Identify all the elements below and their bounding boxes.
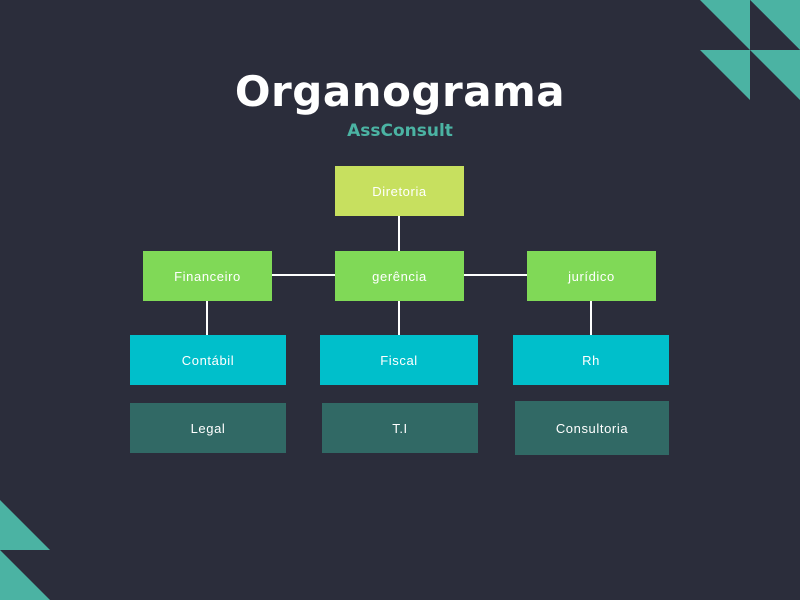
node-ti: T.I: [322, 403, 478, 453]
corner-triangle: [0, 500, 50, 550]
connector-diretoria-gerencia: [398, 216, 400, 251]
connector-juridico-rh: [590, 301, 592, 335]
page-title: Organograma: [234, 67, 566, 116]
corner-triangle: [700, 50, 750, 100]
connector-gerencia-juridico: [464, 274, 527, 276]
connector-gerencia-fiscal: [398, 301, 400, 335]
node-financeiro: Financeiro: [143, 251, 272, 301]
connector-financeiro-gerencia: [272, 274, 335, 276]
node-diretoria: Diretoria: [335, 166, 464, 216]
node-rh: Rh: [513, 335, 669, 385]
node-legal: Legal: [130, 403, 286, 453]
node-gerencia: gerência: [335, 251, 464, 301]
connector-financeiro-contabil: [206, 301, 208, 335]
corner-triangle: [750, 50, 800, 100]
node-fiscal: Fiscal: [320, 335, 478, 385]
node-contabil: Contábil: [130, 335, 286, 385]
corner-triangle: [750, 0, 800, 50]
corner-triangle: [0, 550, 50, 600]
corner-triangle: [700, 0, 750, 50]
page-subtitle: AssConsult: [347, 121, 453, 141]
node-juridico: jurídico: [527, 251, 656, 301]
node-consultoria: Consultoria: [515, 401, 669, 455]
